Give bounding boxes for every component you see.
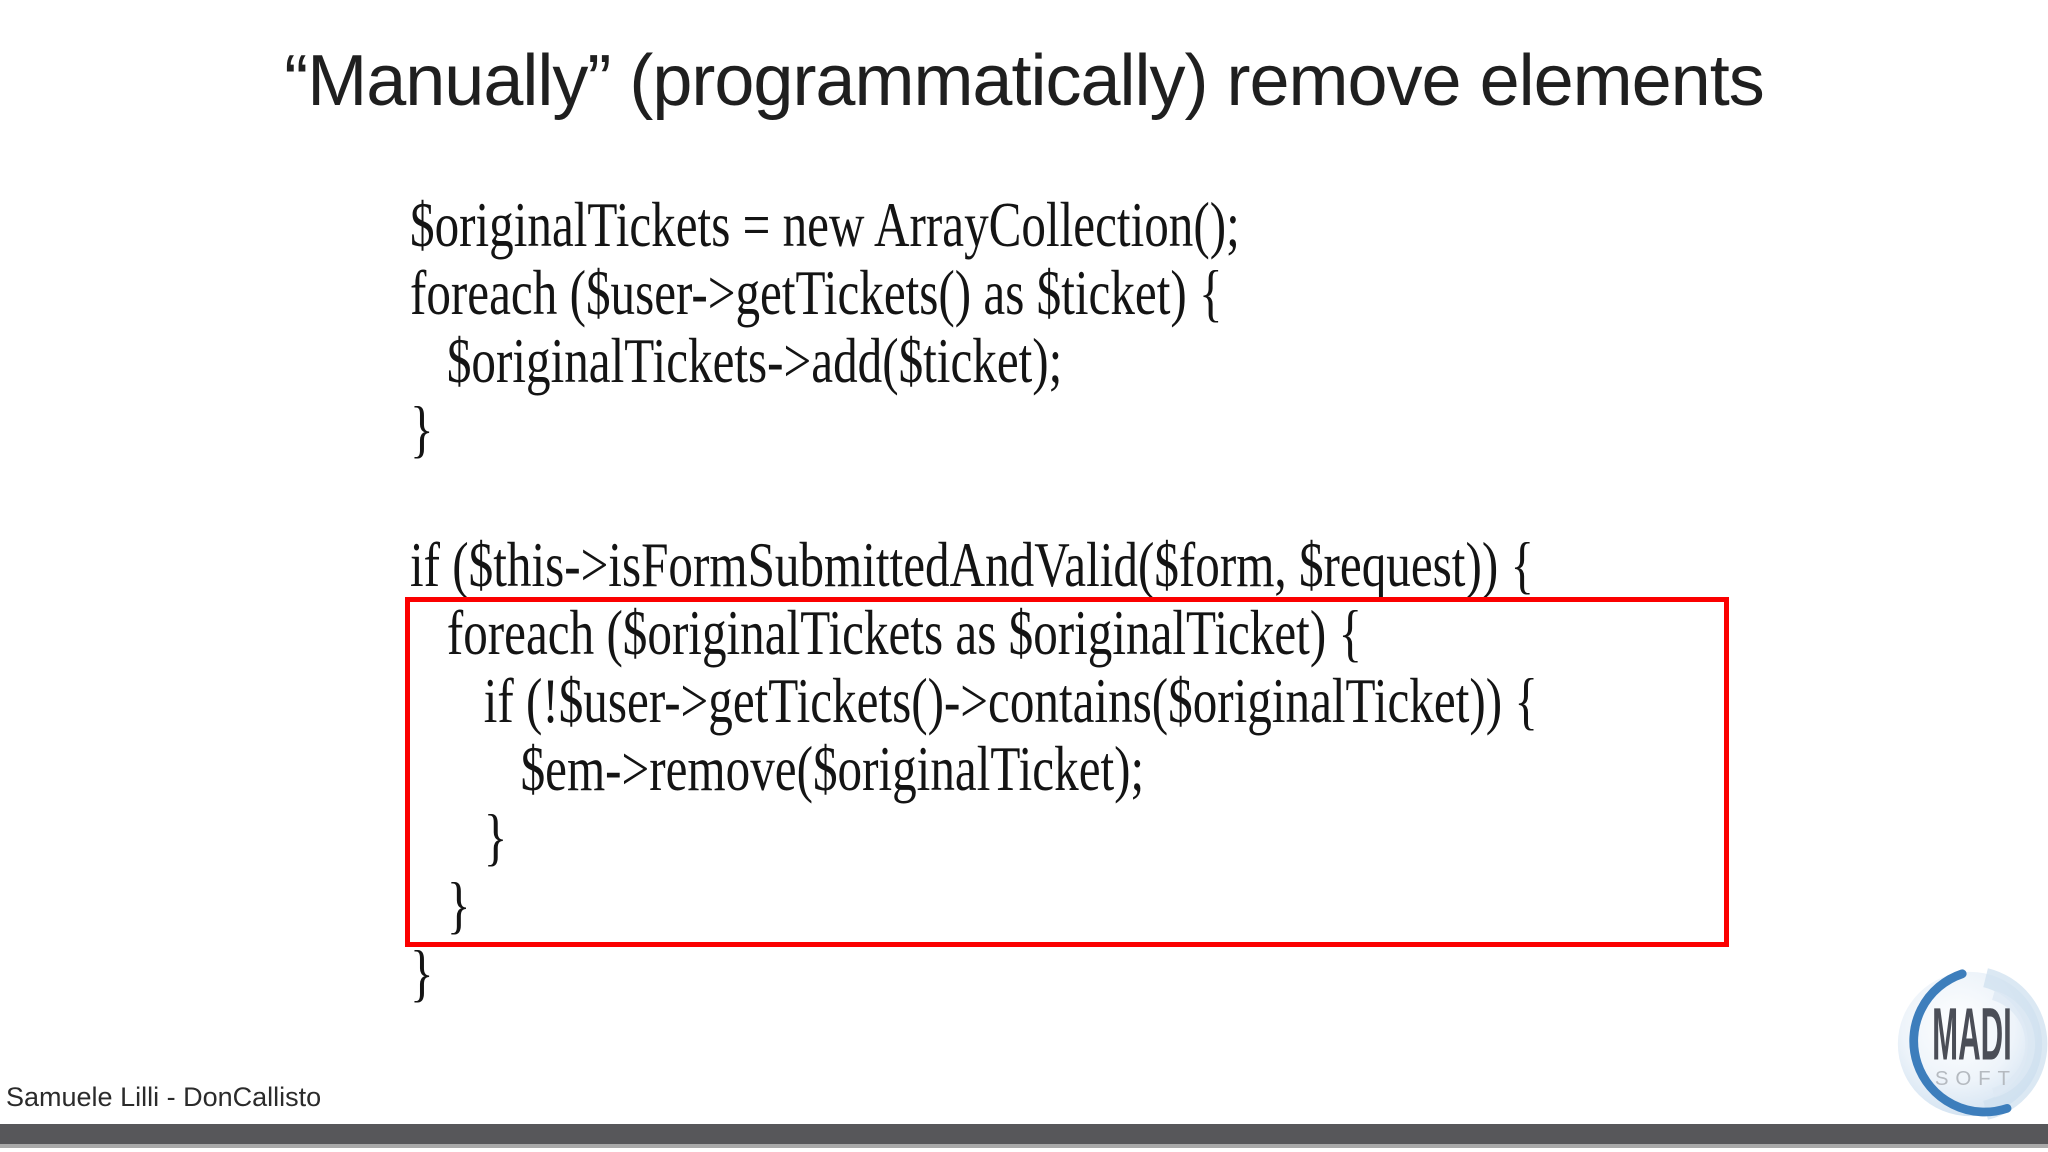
- code-line: $originalTickets = new ArrayCollection()…: [410, 190, 1240, 260]
- logo-wash-arc: [1982, 968, 2048, 1120]
- code-line: }: [410, 870, 471, 940]
- code-line: }: [410, 938, 434, 1008]
- highlight-box: [405, 597, 1729, 947]
- attribution-text: Samuele Lilli - DonCallisto: [6, 1082, 322, 1112]
- logo-madi-text: MADI: [1932, 994, 2012, 1076]
- code-line: }: [410, 394, 434, 464]
- footer-bar-light-edge: [0, 1144, 2048, 1148]
- code-line: $originalTickets->add($ticket);: [410, 326, 1063, 396]
- logo-circle: [1897, 971, 2043, 1117]
- madisoft-logo: MADI SOFT: [1897, 968, 2048, 1120]
- code-line: $em->remove($originalTicket);: [410, 734, 1145, 804]
- code-line: if ($this->isFormSubmittedAndValid($form…: [410, 530, 1535, 600]
- code-line: foreach ($originalTickets as $originalTi…: [410, 598, 1363, 668]
- logo-soft-text: SOFT: [1935, 1067, 2017, 1090]
- code-line: [410, 463, 1538, 531]
- logo-wash-arc-inner: [1991, 990, 2035, 1098]
- slide-title: “Manually” (programmatically) remove ele…: [284, 41, 1764, 121]
- logo-brush-arc: [1909, 969, 2012, 1117]
- code-block: $originalTickets = new ArrayCollection()…: [410, 191, 1856, 1007]
- code-line: }: [410, 802, 508, 872]
- footer-bar: [0, 1124, 2048, 1144]
- code-line: foreach ($user->getTickets() as $ticket)…: [410, 258, 1223, 328]
- code-line: if (!$user->getTickets()->contains($orig…: [410, 666, 1538, 736]
